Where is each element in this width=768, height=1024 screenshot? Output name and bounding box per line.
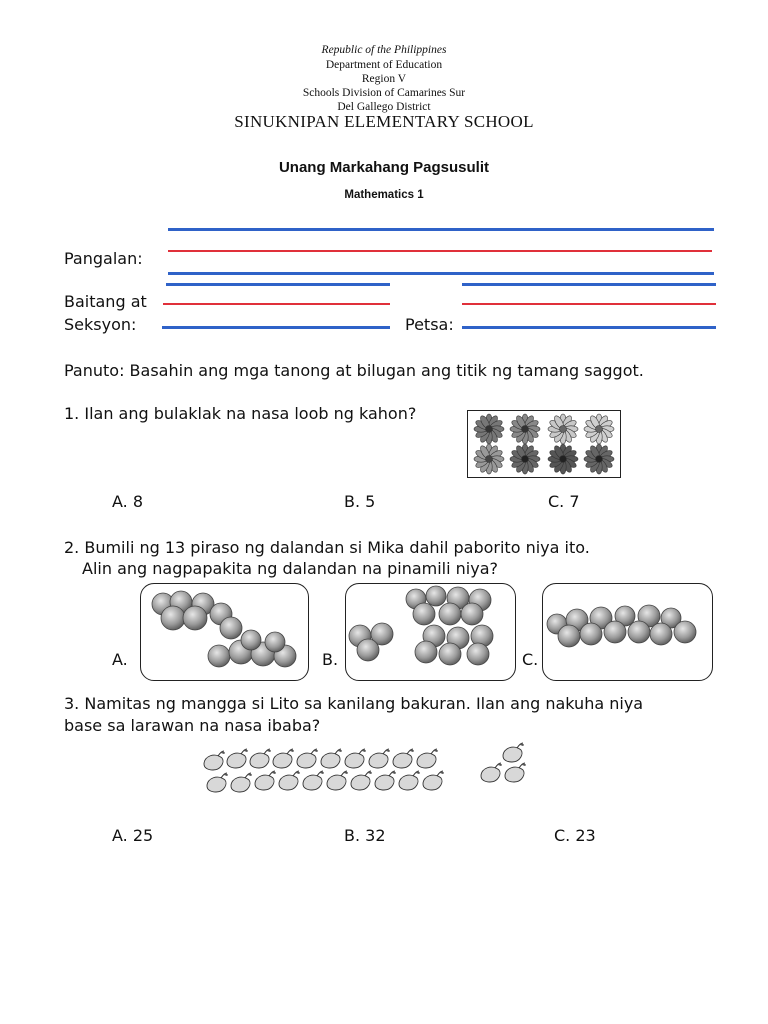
oranges-box-c[interactable]	[542, 583, 713, 681]
question-3-choice-b[interactable]: B. 32	[344, 826, 386, 845]
exam-subject: Mathematics 1	[344, 189, 424, 201]
question-2-choice-c[interactable]: C.	[522, 650, 539, 669]
date-line-mid	[462, 303, 716, 305]
oranges-box-b[interactable]	[345, 583, 516, 681]
name-line-top	[168, 228, 714, 231]
question-3-choice-a[interactable]: A. 25	[112, 826, 154, 845]
oranges-box-a[interactable]	[140, 583, 309, 681]
flowers-image	[473, 413, 615, 475]
grade-line-top	[166, 283, 390, 286]
question-3-choice-c[interactable]: C. 23	[554, 826, 596, 845]
header-republic: Republic of the Philippines	[321, 44, 447, 56]
grade-line-mid	[163, 303, 390, 305]
section-label: Seksyon:	[64, 315, 137, 334]
question-1-choice-c[interactable]: C. 7	[548, 492, 580, 511]
header-region: Region V	[361, 73, 407, 85]
question-2-text-line2: Alin ang nagpapakita ng dalandan na pina…	[82, 559, 499, 578]
flower-box	[467, 410, 621, 478]
header-division: Schools Division of Camarines Sur	[302, 87, 466, 99]
name-line-bottom	[168, 272, 714, 275]
date-line-top	[462, 283, 716, 286]
question-1-choice-a[interactable]: A. 8	[112, 492, 144, 511]
question-1-choice-b[interactable]: B. 5	[344, 492, 376, 511]
exam-title: Unang Markahang Pagsusulit	[278, 159, 490, 176]
oranges-image-b	[348, 585, 494, 666]
date-label: Petsa:	[405, 315, 454, 334]
name-label: Pangalan:	[64, 249, 143, 268]
question-3-text-line2: base sa larawan na nasa ibaba?	[64, 716, 321, 735]
mangoes-image	[203, 742, 527, 793]
section-line	[162, 326, 390, 329]
header-department: Department of Education	[325, 59, 443, 71]
school-name: SINUKNIPAN ELEMENTARY SCHOOL	[234, 112, 534, 131]
grade-label: Baitang at	[64, 292, 147, 311]
date-line	[462, 326, 716, 329]
name-line-mid	[168, 250, 712, 252]
oranges-image-a	[151, 590, 297, 668]
question-3-text-line1: 3. Namitas ng mangga si Lito sa kanilang…	[64, 694, 644, 713]
oranges-image-c	[546, 604, 697, 648]
header-district: Del Gallego District	[337, 101, 431, 113]
question-2-choice-a[interactable]: A.	[112, 650, 128, 669]
question-2-choice-b[interactable]: B.	[322, 650, 339, 669]
instructions: Panuto: Basahin ang mga tanong at biluga…	[64, 361, 644, 380]
question-2-text-line1: 2. Bumili ng 13 piraso ng dalandan si Mi…	[64, 538, 590, 557]
question-1-text: 1. Ilan ang bulaklak na nasa loob ng kah…	[64, 404, 417, 423]
